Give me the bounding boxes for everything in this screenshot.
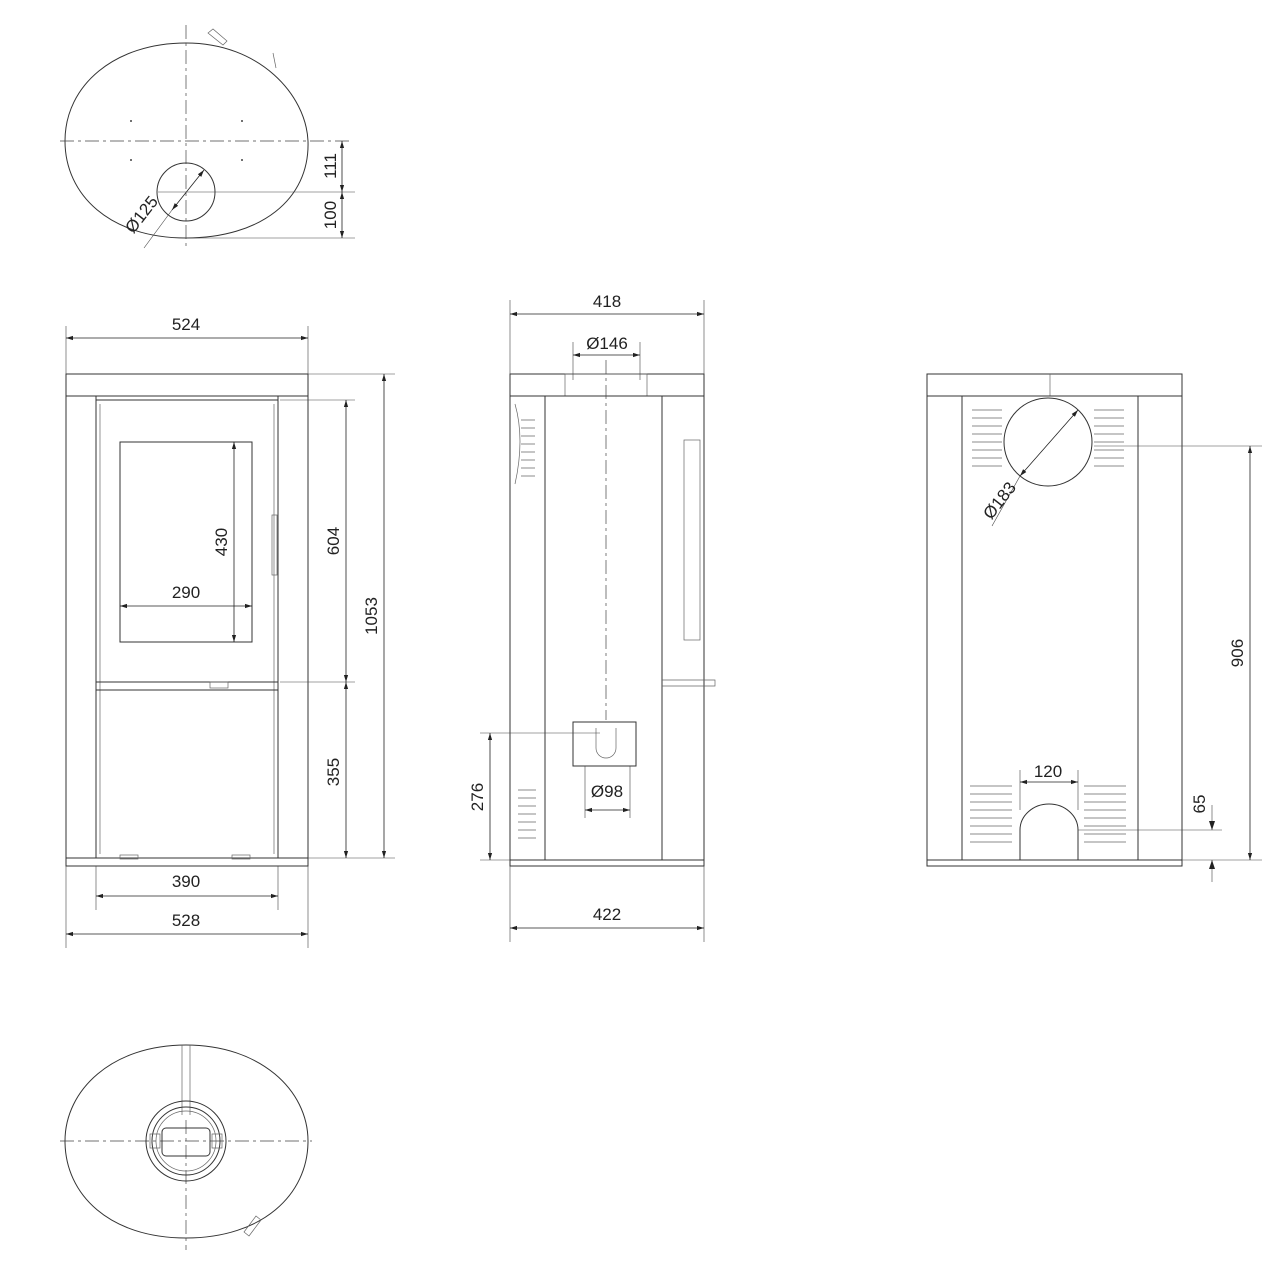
dim-side-width-top: 418 <box>593 292 621 311</box>
dim-air-inlet-height: 276 <box>468 783 487 811</box>
dim-glass-width: 290 <box>172 583 200 602</box>
dim-height-upper: 604 <box>324 527 343 555</box>
dim-side-base-width: 422 <box>593 905 621 924</box>
side-vents <box>518 419 536 839</box>
side-view: 418 Ø146 276 Ø98 422 <box>468 292 716 942</box>
back-vents <box>970 409 1126 843</box>
bottom-view <box>60 1044 312 1250</box>
dim-width-top: 524 <box>172 315 200 334</box>
dim-base-width: 528 <box>172 911 200 930</box>
dim-111: 111 <box>321 153 340 179</box>
dim-opening-width: 120 <box>1034 762 1062 781</box>
dim-height-lower: 355 <box>324 758 343 786</box>
dim-opening-height: 65 <box>1190 795 1209 814</box>
dim-height-total: 1053 <box>362 597 381 635</box>
dim-top-outlet-diameter: Ø146 <box>586 334 628 353</box>
back-view: Ø183 906 120 65 <box>926 373 1262 882</box>
dim-rear-outlet-diameter: Ø183 <box>979 478 1020 522</box>
dim-air-inlet-diameter: Ø98 <box>591 782 623 801</box>
dim-rear-outlet-height: 906 <box>1228 639 1247 667</box>
top-view: 111 100 Ø125 <box>60 25 355 249</box>
dim-100: 100 <box>321 201 340 229</box>
dim-glass-height: 430 <box>212 528 231 556</box>
front-view: 524 604 355 1053 290 430 390 528 <box>65 315 395 948</box>
dim-flue-diameter: Ø125 <box>121 192 162 236</box>
dim-base-inner-width: 390 <box>172 872 200 891</box>
